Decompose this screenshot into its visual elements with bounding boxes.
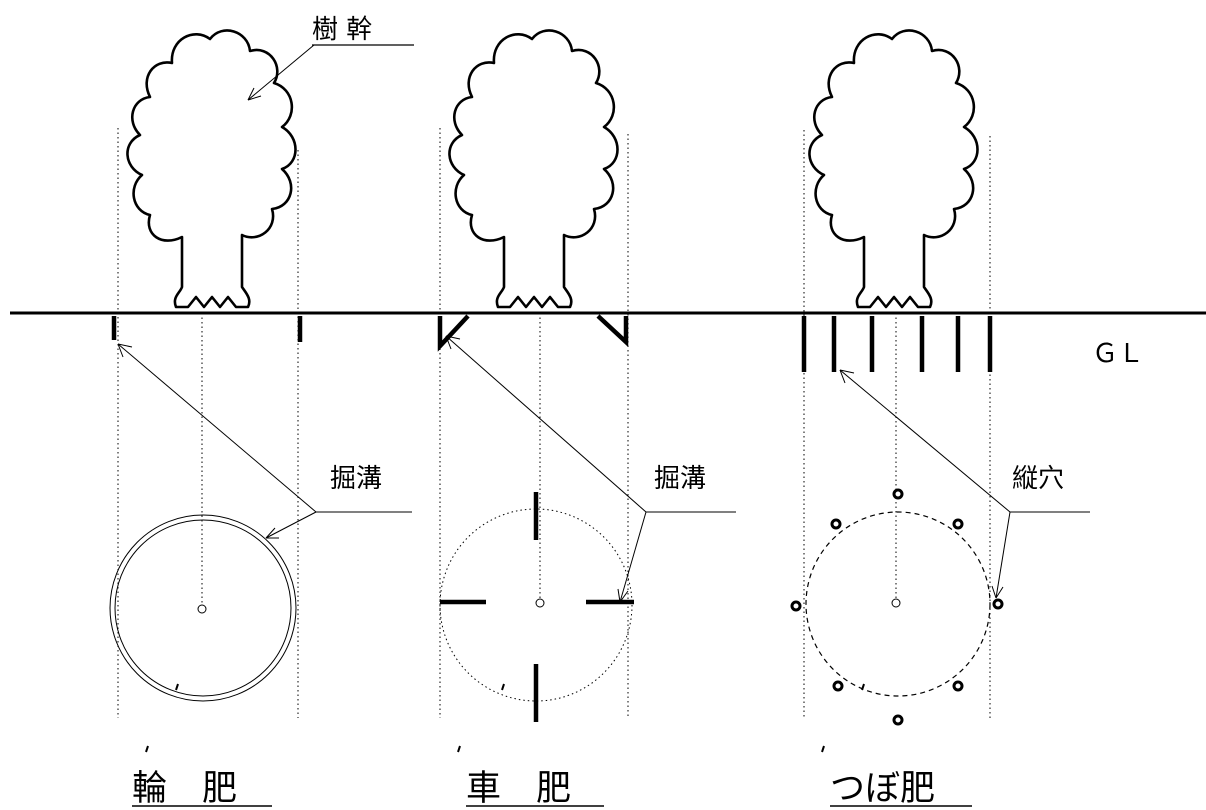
trunk-label: 樹 幹 bbox=[312, 15, 372, 45]
leader-arrow-to-gl bbox=[445, 335, 647, 513]
trench-label: 掘溝 bbox=[330, 464, 382, 494]
leader-arrow-to-trench bbox=[619, 511, 647, 603]
arrow-head bbox=[117, 343, 133, 358]
pot-hole bbox=[830, 518, 842, 530]
leader-arrow-to-hole bbox=[995, 511, 1011, 599]
vertical-hole-label: 縦穴 bbox=[1012, 464, 1064, 494]
tick-mark bbox=[821, 745, 825, 753]
tree-trunk bbox=[808, 29, 979, 309]
ring-trench-outer bbox=[109, 514, 297, 702]
tick-mark bbox=[175, 683, 179, 691]
leader-arrow-to-ring bbox=[265, 511, 317, 539]
trunk-arrow bbox=[247, 44, 315, 101]
pot-fertilization-group: 縦穴 つぼ肥 bbox=[790, 29, 1090, 809]
ring-trench-inner bbox=[114, 519, 292, 697]
arrow-head bbox=[617, 588, 629, 603]
tick-mark bbox=[145, 745, 149, 753]
tree-trunk bbox=[126, 29, 297, 309]
fertilizer-circle bbox=[439, 508, 633, 702]
arrow-head bbox=[445, 335, 461, 350]
pot-hole bbox=[790, 600, 802, 612]
tick-mark bbox=[861, 683, 865, 691]
method-label-wheel: 車 肥 bbox=[466, 769, 571, 809]
wheel-fertilization-group: 掘溝 車 肥 bbox=[437, 29, 736, 809]
fertilizer-circle bbox=[805, 511, 991, 697]
gl-label: ＧＬ bbox=[1092, 339, 1144, 369]
pot-hole bbox=[832, 680, 844, 692]
tick-mark bbox=[457, 745, 461, 753]
tick-mark bbox=[501, 683, 505, 691]
trunk-center-point bbox=[535, 598, 545, 608]
trench-mark-right bbox=[596, 314, 629, 348]
arrow-head bbox=[265, 527, 279, 539]
trench-label: 掘溝 bbox=[654, 464, 706, 494]
arrow-head bbox=[247, 87, 262, 101]
trunk-center-point bbox=[197, 604, 207, 614]
pot-hole bbox=[892, 488, 904, 500]
pot-hole bbox=[892, 714, 904, 726]
tree-trunk bbox=[448, 29, 619, 309]
pot-hole bbox=[992, 598, 1004, 610]
leader-arrow-to-gl bbox=[117, 343, 317, 513]
ring-fertilization-group: 掘溝 輪 肥 樹 幹 bbox=[109, 15, 414, 809]
method-label-pot: つぼ肥 bbox=[830, 769, 935, 809]
arrow-head bbox=[991, 585, 1004, 599]
trench-mark-left bbox=[437, 314, 470, 352]
trunk-center-point bbox=[891, 598, 901, 608]
leader-arrow-to-gl bbox=[839, 369, 1011, 513]
pot-hole bbox=[952, 518, 964, 530]
arrow-head bbox=[839, 369, 855, 384]
method-label-ring: 輪 肥 bbox=[132, 769, 237, 809]
pot-hole bbox=[952, 680, 964, 692]
